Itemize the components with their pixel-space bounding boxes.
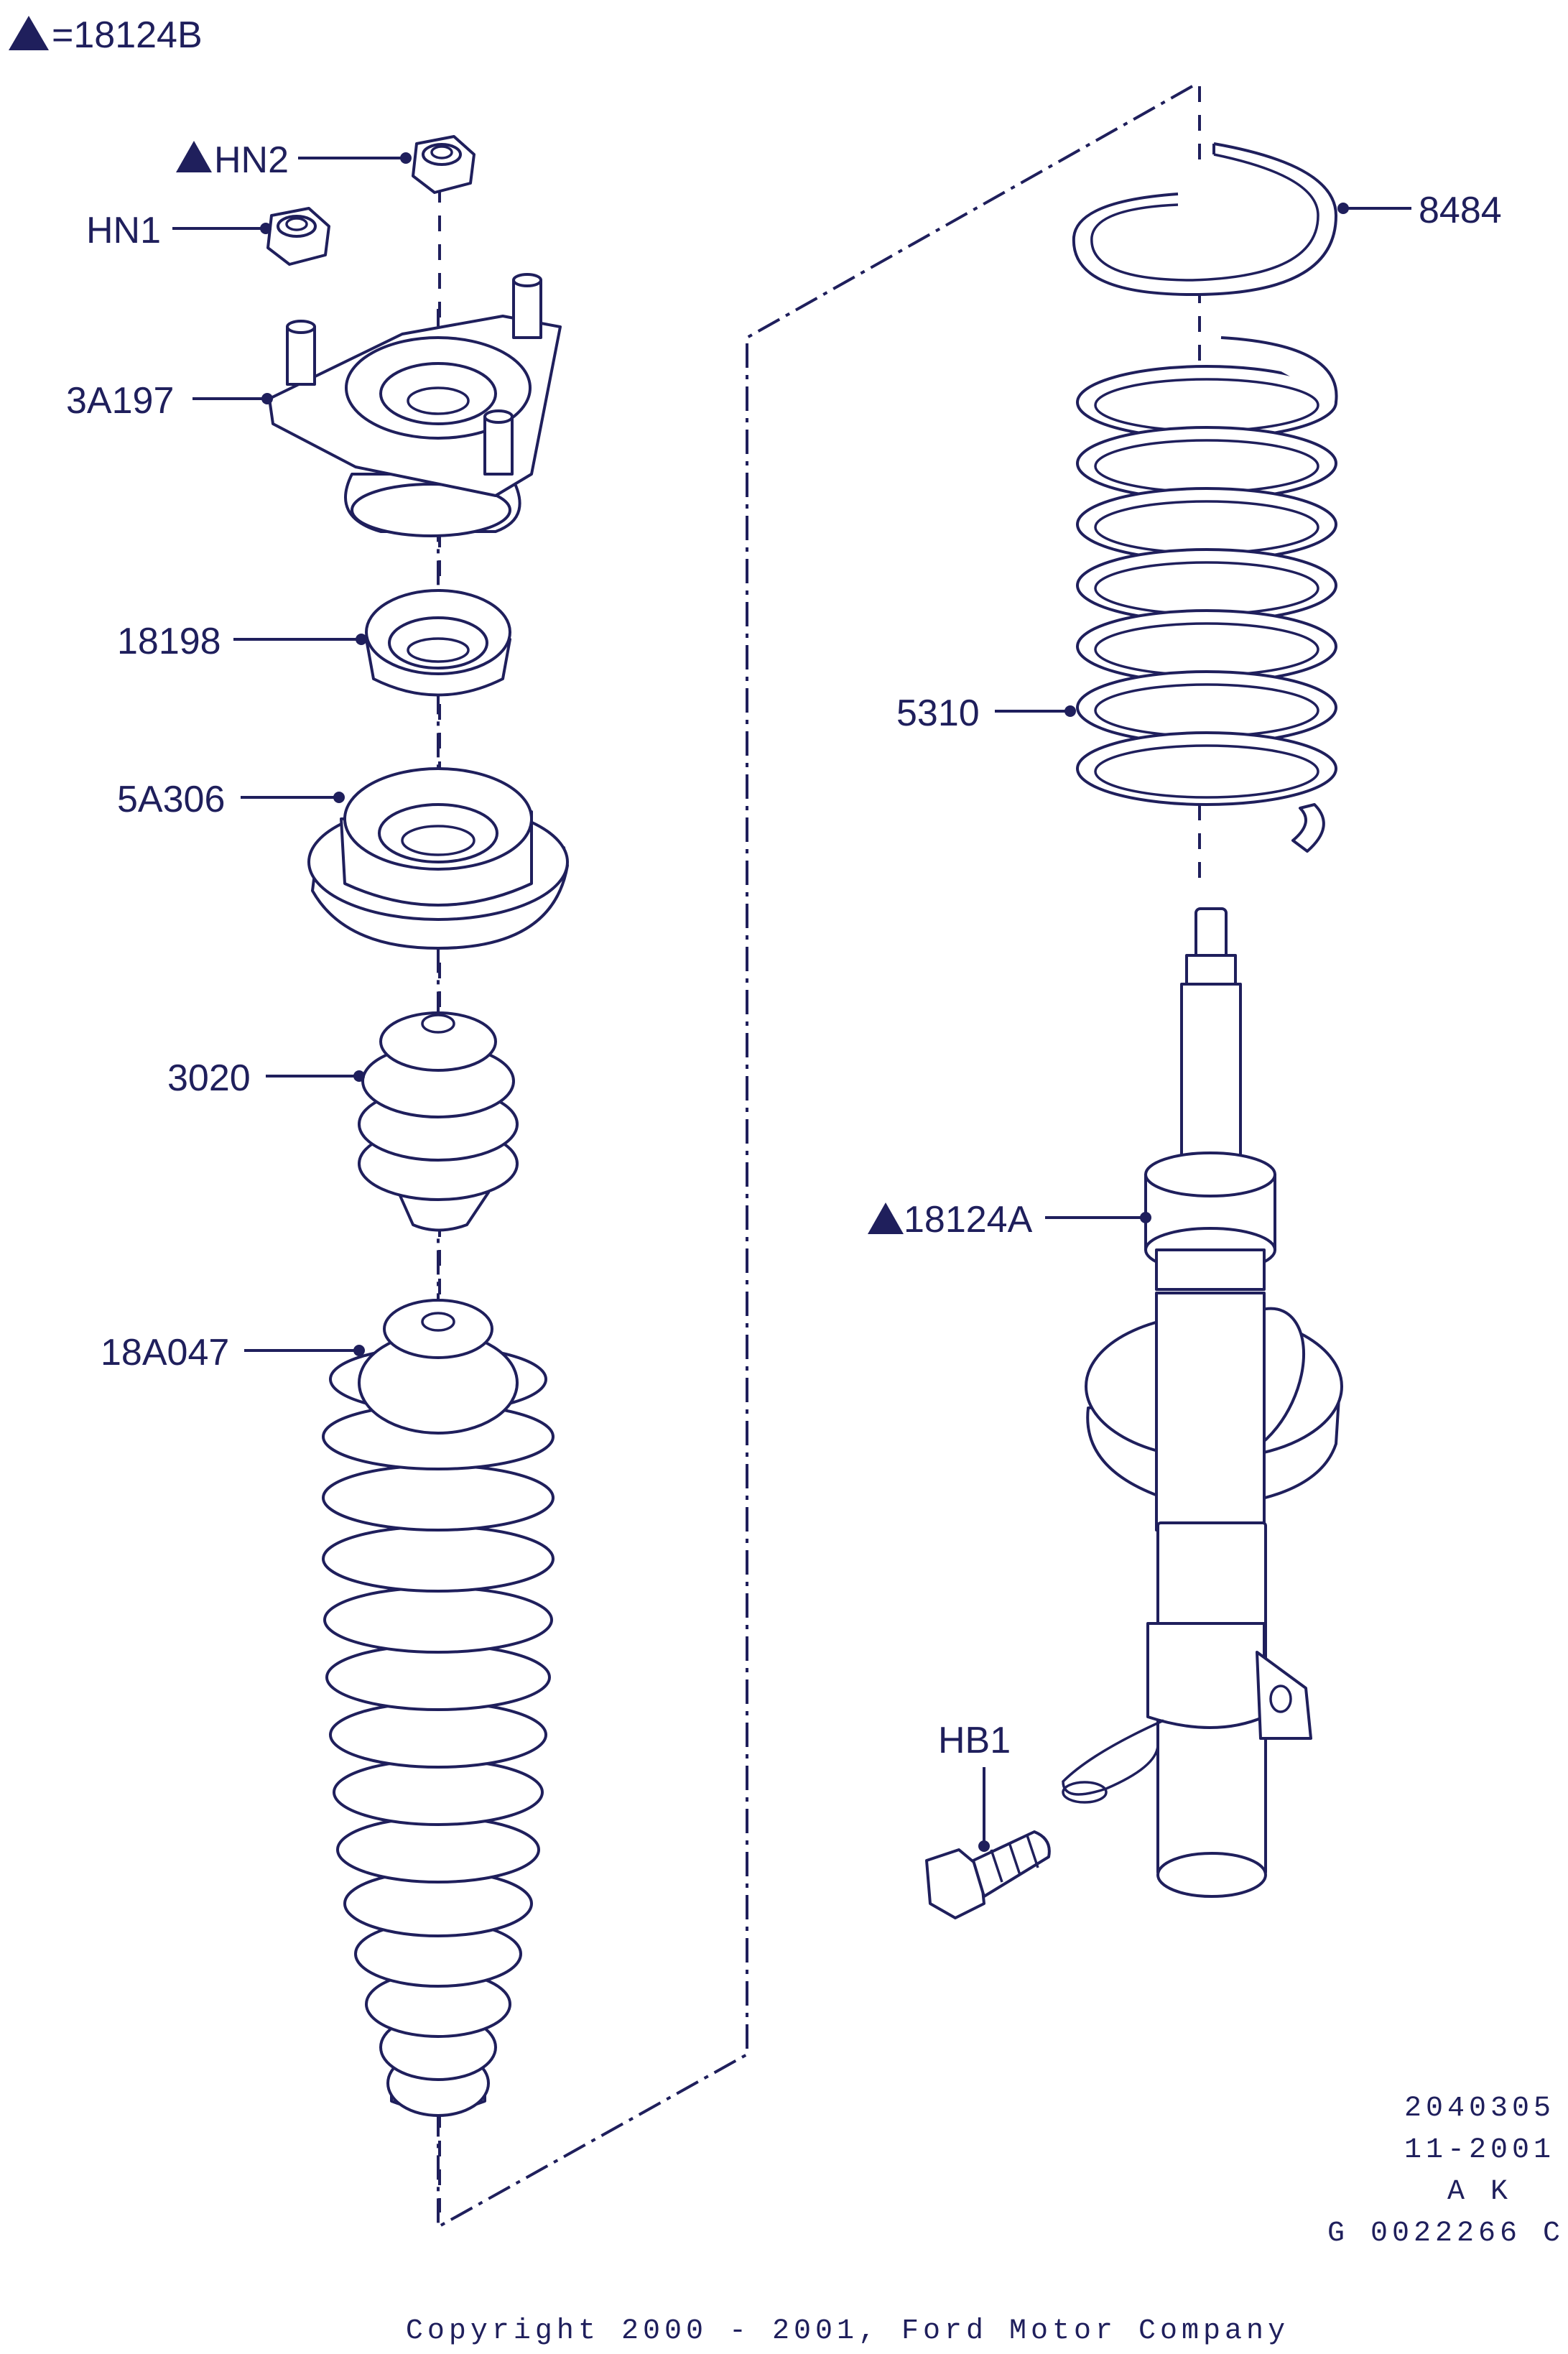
label-18a047: 18A047 [101,1332,229,1373]
spring-seat-5a306 [307,767,569,950]
nut-hn2 [412,135,475,194]
legend: =18124B [9,14,203,56]
triangle-icon [868,1203,904,1234]
label-hb1: HB1 [938,1720,1011,1761]
meta-date: 11-2001 [1404,2134,1555,2167]
label-5310: 5310 [896,692,980,734]
label-hn2: HN2 [214,139,289,181]
drawing-metadata: 2040305 11-2001 A K G 0022266 C [1327,2093,1564,2250]
nut-hn1 [266,207,330,266]
bolt-hb1 [925,1830,1051,1919]
label-8484: 8484 [1419,190,1502,231]
triangle-icon [176,141,212,172]
meta-code: 2040305 [1404,2093,1555,2125]
insulator-8484 [1072,142,1337,296]
meta-initials: A K [1447,2176,1512,2208]
label-5a306: 5A306 [117,779,225,820]
bump-stop-3020 [358,1011,519,1232]
coil-spring-5310 [1076,336,1338,853]
legend-text: =18124B [52,14,203,56]
label-3a197: 3A197 [66,380,174,422]
triangle-icon [9,16,49,50]
dust-boot-18a047 [322,1299,555,2117]
top-mount-3a197 [268,273,562,537]
copyright: Copyright 2000 - 2001, Ford Motor Compan… [406,2315,1289,2348]
label-3020: 3020 [167,1057,251,1099]
callout-labels: HN2 HN1 3A197 18198 5A306 3020 18A047 84… [66,139,1502,1761]
label-hn1: HN1 [86,210,161,251]
bearing-18198 [365,589,511,697]
leader-lines [172,152,1411,1852]
strut-18124a [1062,907,1343,1898]
label-18198: 18198 [117,621,221,662]
label-18124a: 18124A [904,1199,1033,1241]
meta-ref: G 0022266 C [1327,2218,1564,2250]
